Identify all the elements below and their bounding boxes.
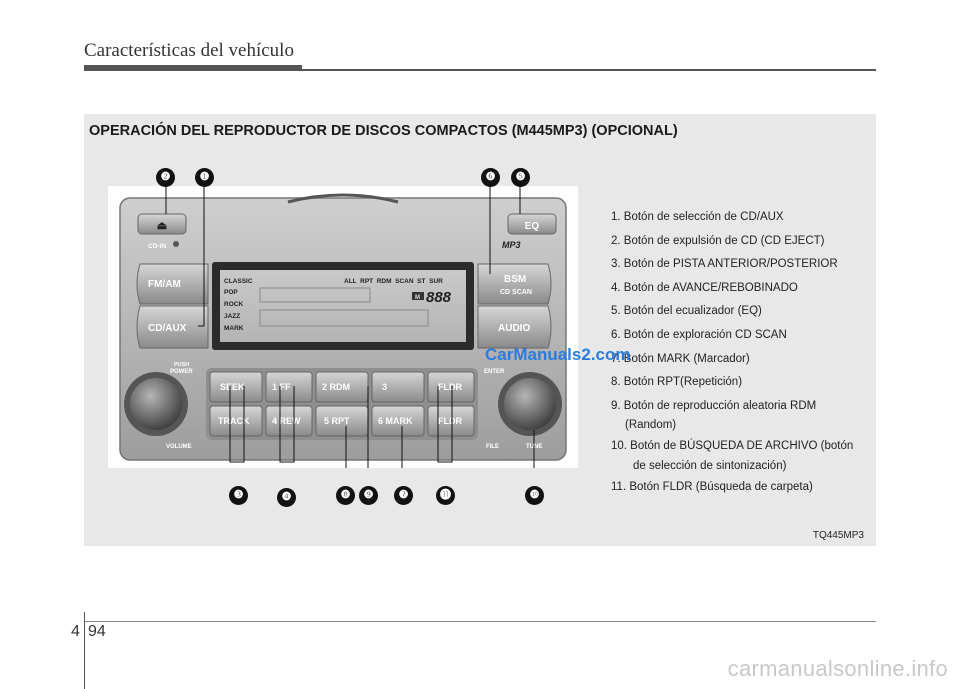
page-number: 94 — [88, 623, 106, 640]
display-m: M — [415, 295, 420, 301]
bsm-label: BSM — [504, 274, 526, 285]
fldr-up-button — [427, 371, 475, 403]
callout-10: ❿ — [525, 486, 544, 505]
callout-2: ❷ — [156, 168, 175, 187]
lcd-line-2 — [259, 309, 429, 327]
preset-3-button — [371, 371, 425, 403]
eq-mark: MARK — [224, 325, 244, 332]
tune-knob — [504, 378, 556, 430]
site-watermark: carmanualsonline.info — [727, 656, 948, 681]
preset-6-button — [371, 405, 425, 437]
page-divider — [84, 612, 85, 689]
legend-item-text: 9. Botón de reproducción aleatoria RDM — [611, 399, 817, 412]
btn-6-label: 6 MARK — [378, 416, 413, 426]
legend-item: 10. Botón de BÚSQUEDA DE ARCHIVO (botón … — [611, 435, 881, 476]
volume-label: VOLUME — [166, 444, 192, 450]
legend-item-text: 10. Botón de BÚSQUEDA DE ARCHIVO (botón — [611, 440, 854, 453]
cd-aux-button — [136, 305, 209, 349]
preset-1-button — [265, 371, 313, 403]
callout-9: ❾ — [359, 486, 378, 505]
btn-5-label: 5 RPT — [324, 416, 350, 426]
callout-7: ❼ — [394, 486, 413, 505]
btn-1-label: 1 FF — [272, 382, 291, 392]
callout-6: ❻ — [481, 168, 500, 187]
legend-item: 6. Botón de exploración CD SCAN — [611, 328, 787, 341]
legend-item-continuation: de selección de sintonización) — [633, 459, 787, 472]
legend-item: 1. Botón de selección de CD/AUX — [611, 211, 784, 223]
callout-11: ⓫ — [436, 486, 455, 505]
cd-scan-label: CD SCAN — [500, 289, 532, 296]
volume-knob — [130, 378, 182, 430]
eq-jazz: JAZZ — [224, 313, 240, 320]
audio-label: AUDIO — [498, 323, 530, 334]
btn-2-label: 2 RDM — [322, 382, 350, 392]
cd-in-indicator — [173, 241, 179, 247]
legend-list: 1. Botón de selección de CD/AUX 2. Botón… — [611, 206, 881, 500]
header-title: Características del vehículo — [84, 40, 294, 61]
legend-item: 9. Botón de reproducción aleatoria RDM (… — [611, 395, 881, 436]
leader-lines — [165, 186, 535, 468]
watermark: CarManuals2.com — [485, 345, 631, 364]
callout-8: ❽ — [336, 486, 355, 505]
cd-slot — [287, 193, 399, 204]
eq-rock: ROCK — [224, 301, 243, 308]
cd-in-label: CD-IN — [148, 243, 166, 250]
eq-button — [507, 213, 557, 235]
header-rule — [302, 69, 876, 71]
legend-item: 11. Botón FLDR (Búsqueda de carpeta) — [611, 480, 813, 493]
power-label: POWER — [170, 369, 193, 375]
fldr-down-button — [427, 405, 475, 437]
legend-item-continuation: (Random) — [625, 419, 677, 432]
legend-item: 7. Botón MARK (Marcador) — [611, 352, 750, 365]
preset-4-button — [265, 405, 313, 437]
eq-classic: CLASSIC — [224, 278, 253, 285]
eq-label: EQ — [525, 221, 540, 232]
legend-item: 3. Botón de PISTA ANTERIOR/POSTERIOR — [611, 258, 838, 271]
mp3-logo-label: MP3 — [502, 240, 521, 250]
eject-label: ⏏ — [157, 220, 168, 232]
page-rule — [84, 621, 876, 622]
callout-5: ❺ — [511, 168, 530, 187]
fldr-up-label: FLDR — [438, 382, 462, 392]
file-label: FILE — [486, 444, 499, 450]
legend-item: 2. Botón de expulsión de CD (CD EJECT) — [611, 234, 825, 247]
fm-am-button — [136, 263, 209, 305]
fldr-down-label: FLDR — [438, 416, 462, 426]
audio-button — [477, 305, 552, 349]
figure-panel: OPERACIÓN DEL REPRODUCTOR DE DISCOS COMP… — [84, 114, 876, 546]
radio-figure: ⏏ EQ FM/AM CD/AUX BSM CD SCAN AUDIO SEEK… — [108, 186, 578, 468]
figure-code: TQ445MP3 — [812, 530, 864, 541]
track-label: TRACK — [218, 416, 250, 426]
callout-1: ❶ — [195, 168, 214, 187]
eq-pop: POP — [224, 289, 238, 296]
section-title: OPERACIÓN DEL REPRODUCTOR DE DISCOS COMP… — [89, 123, 678, 139]
bsm-button — [477, 263, 552, 305]
push-label: PUSH — [174, 362, 189, 368]
display-flags: ALL RPT RDM SCAN ST SUR — [344, 278, 443, 285]
lcd-line-1 — [259, 287, 371, 303]
cd-aux-label: CD/AUX — [148, 323, 187, 334]
legend-item: 8. Botón RPT(Repetición) — [611, 376, 743, 389]
seek-label: SEEK — [220, 382, 245, 392]
fm-am-label: FM/AM — [148, 279, 181, 290]
lcd-m-box — [412, 292, 424, 300]
track-button — [209, 405, 263, 437]
radio-illustration: ⏏ EQ FM/AM CD/AUX BSM CD SCAN AUDIO SEEK… — [119, 186, 567, 468]
display-digits: 888 — [426, 289, 452, 306]
enter-label: ENTER — [484, 369, 505, 375]
page-section-number: 4 — [71, 623, 80, 640]
seek-button — [209, 371, 263, 403]
btn-4-label: 4 REW — [272, 416, 301, 426]
callout-3: ❸ — [229, 486, 248, 505]
lcd-display — [220, 270, 466, 342]
legend-item: 4. Botón de AVANCE/REBOBINADO — [611, 281, 798, 294]
eject-button — [137, 213, 187, 235]
callout-4: ❹ — [277, 488, 296, 507]
header-bar — [84, 65, 302, 71]
legend-item: 5. Botón del ecualizador (EQ) — [611, 305, 762, 318]
btn-3-label: 3 — [382, 382, 387, 392]
